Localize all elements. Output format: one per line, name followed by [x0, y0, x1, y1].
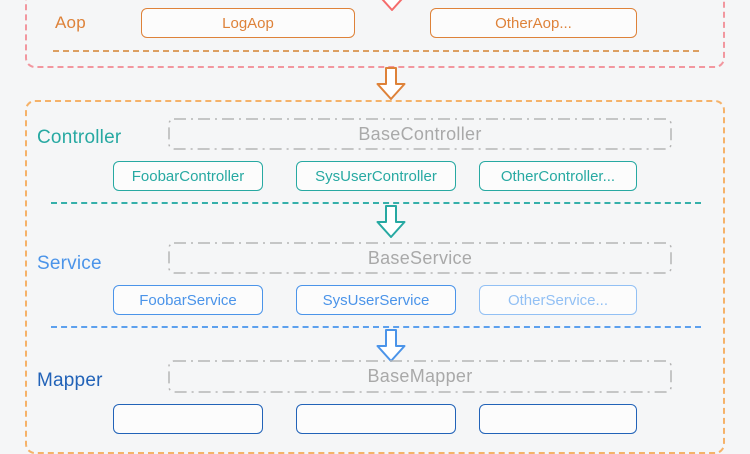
mapper-item-box-cutoff-1 — [113, 404, 263, 434]
sysusercontroller-box: SysUserController — [296, 161, 456, 191]
sysuserservice-box: SysUserService — [296, 285, 456, 315]
basemapper-box: BaseMapper — [168, 360, 672, 393]
mapper-layer-label: Mapper — [37, 370, 103, 391]
baseservice-label: BaseService — [367, 247, 473, 268]
mapper-item-box-cutoff-3 — [479, 404, 637, 434]
aop-layer-container — [25, 0, 725, 68]
basecontroller-box: BaseController — [168, 118, 672, 150]
basecontroller-label: BaseController — [358, 123, 482, 144]
baseservice-box: BaseService — [168, 242, 672, 274]
logaop-box: LogAop — [141, 8, 355, 38]
flow-arrow-aop-to-controller-icon — [376, 67, 406, 100]
controller-service-separator — [51, 202, 701, 204]
otherservice-box: OtherService... — [479, 285, 637, 315]
flow-arrow-service-to-mapper-icon — [376, 329, 406, 362]
otheraop-box: OtherAop... — [430, 8, 637, 38]
aop-inner-separator — [53, 50, 699, 52]
flow-arrow-controller-to-service-icon — [376, 205, 406, 238]
basemapper-label: BaseMapper — [367, 365, 473, 386]
controller-layer-label: Controller — [37, 127, 122, 148]
aop-layer-label: Aop — [55, 13, 86, 32]
service-layer-label: Service — [37, 253, 102, 274]
mvc-layers-container — [25, 100, 725, 454]
othercontroller-box: OtherController... — [479, 161, 637, 191]
mapper-item-box-cutoff-2 — [296, 404, 456, 434]
flow-arrow-into-aop-icon — [377, 0, 407, 11]
foobarservice-box: FoobarService — [113, 285, 263, 315]
service-mapper-separator — [51, 326, 701, 328]
foobarcontroller-box: FoobarController — [113, 161, 263, 191]
